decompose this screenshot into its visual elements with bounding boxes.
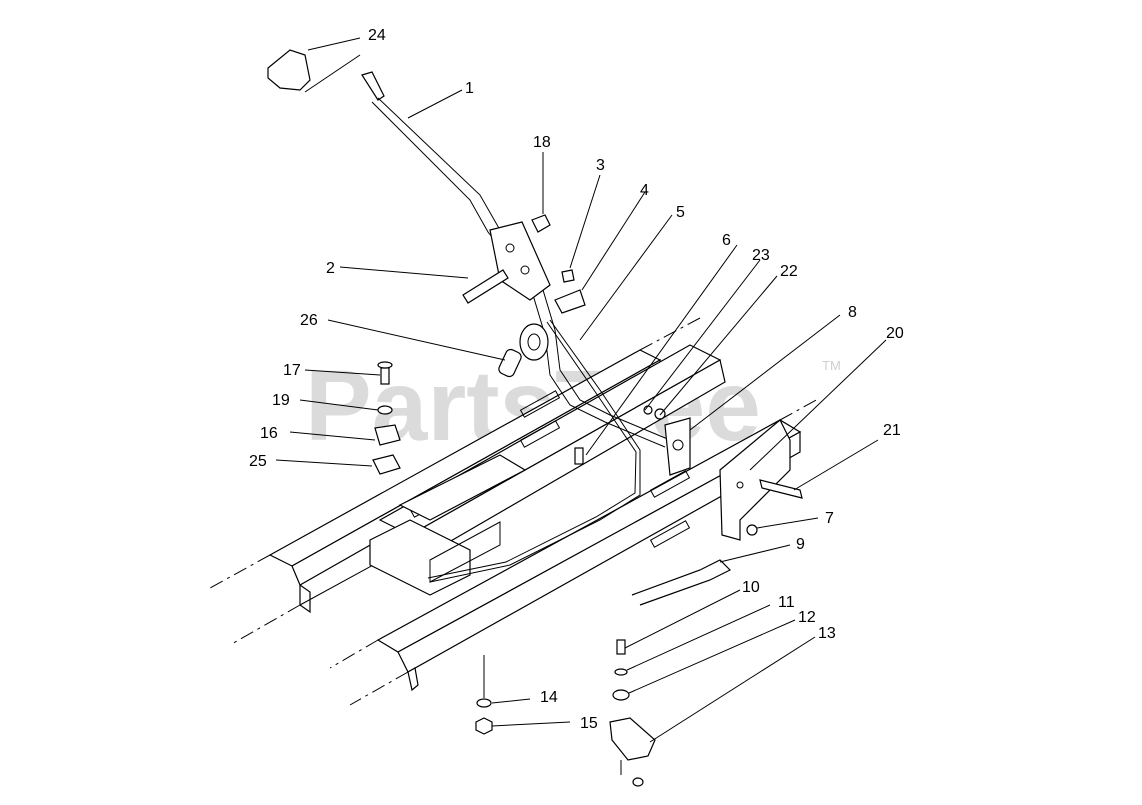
- callout-5: 5: [676, 204, 685, 221]
- callout-7: 7: [825, 510, 834, 527]
- callout-17: 17: [283, 362, 301, 379]
- callout-11: 11: [778, 594, 795, 611]
- callout-23: 23: [752, 247, 770, 264]
- callout-26: 26: [300, 312, 318, 329]
- callout-9: 9: [796, 536, 805, 553]
- callout-15: 15: [580, 715, 598, 732]
- shift-lever: [267, 49, 671, 583]
- callout-22: 22: [780, 263, 798, 280]
- callout-18: 18: [533, 134, 551, 151]
- callout-13: 13: [818, 625, 836, 642]
- callout-3: 3: [596, 157, 605, 174]
- callout-4: 4: [640, 182, 649, 199]
- callout-labels: 24 1 18 3 4 5 6 23 22 2 26 8 20 17 19 16…: [249, 27, 904, 732]
- callout-8: 8: [848, 304, 857, 321]
- callout-21: 21: [883, 422, 901, 439]
- callout-1: 1: [465, 80, 474, 97]
- callout-24: 24: [368, 27, 386, 44]
- lower-linkage: [475, 559, 732, 787]
- watermark-trademark: TM: [822, 358, 841, 373]
- callout-10: 10: [742, 579, 760, 596]
- leader-lines: [275, 37, 887, 743]
- callout-12: 12: [798, 609, 816, 626]
- callout-2: 2: [326, 260, 335, 277]
- callout-16: 16: [260, 425, 278, 442]
- callout-14: 14: [540, 689, 558, 706]
- frame-rails: [209, 317, 821, 706]
- callout-25: 25: [249, 453, 267, 470]
- callout-6: 6: [722, 232, 731, 249]
- callout-19: 19: [272, 392, 290, 409]
- left-hardware: [372, 361, 401, 475]
- right-bracket-assembly: [643, 405, 803, 541]
- callout-20: 20: [886, 325, 904, 342]
